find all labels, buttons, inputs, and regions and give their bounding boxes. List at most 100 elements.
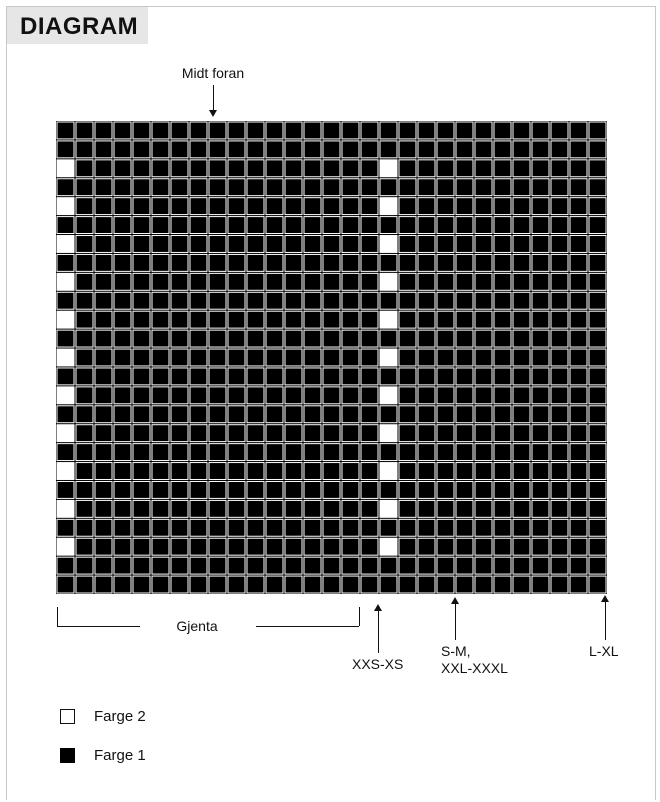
stitch-cell-farge-1 (209, 406, 226, 423)
stitch-cell-farge-1 (76, 141, 93, 158)
stitch-cell-farge-1 (209, 179, 226, 196)
stitch-cell-farge-1 (247, 122, 264, 139)
stitch-cell-farge-1 (589, 387, 606, 404)
stitch-cell-farge-1 (570, 444, 587, 461)
stitch-cell-farge-1 (266, 425, 283, 442)
stitch-cell-farge-2 (57, 425, 74, 442)
stitch-cell-farge-1 (133, 198, 150, 215)
stitch-cell-farge-1 (304, 198, 321, 215)
stitch-cell-farge-1 (456, 444, 473, 461)
stitch-cell-farge-1 (589, 368, 606, 385)
stitch-cell-farge-1 (437, 254, 454, 271)
stitch-cell-farge-1 (551, 122, 568, 139)
stitch-cell-farge-1 (190, 368, 207, 385)
stitch-cell-farge-1 (76, 368, 93, 385)
stitch-cell-farge-1 (190, 349, 207, 366)
stitch-cell-farge-1 (361, 481, 378, 498)
stitch-cell-farge-1 (437, 311, 454, 328)
stitch-cell-farge-1 (399, 198, 416, 215)
stitch-cell-farge-1 (361, 198, 378, 215)
stitch-cell-farge-1 (475, 292, 492, 309)
stitch-cell-farge-1 (152, 236, 169, 253)
stitch-cell-farge-1 (57, 406, 74, 423)
stitch-cell-farge-1 (513, 406, 530, 423)
stitch-cell-farge-1 (114, 481, 131, 498)
stitch-cell-farge-1 (323, 122, 340, 139)
stitch-cell-farge-1 (570, 500, 587, 517)
stitch-cell-farge-1 (494, 198, 511, 215)
stitch-cell-farge-1 (247, 481, 264, 498)
size-l-xl-arrow-shaft (605, 602, 606, 640)
stitch-cell-farge-1 (190, 198, 207, 215)
stitch-cell-farge-1 (76, 236, 93, 253)
stitch-cell-farge-1 (513, 198, 530, 215)
stitch-cell-farge-1 (418, 368, 435, 385)
stitch-cell-farge-1 (551, 500, 568, 517)
stitch-cell-farge-1 (190, 141, 207, 158)
stitch-cell-farge-1 (399, 481, 416, 498)
stitch-cell-farge-1 (114, 500, 131, 517)
stitch-cell-farge-1 (95, 330, 112, 347)
stitch-cell-farge-1 (475, 387, 492, 404)
stitch-cell-farge-1 (361, 141, 378, 158)
stitch-cell-farge-1 (399, 406, 416, 423)
stitch-cell-farge-1 (76, 179, 93, 196)
stitch-cell-farge-1 (266, 444, 283, 461)
stitch-cell-farge-1 (494, 576, 511, 593)
stitch-cell-farge-1 (456, 141, 473, 158)
stitch-cell-farge-1 (209, 576, 226, 593)
stitch-cell-farge-1 (361, 236, 378, 253)
stitch-cell-farge-1 (171, 425, 188, 442)
stitch-cell-farge-1 (418, 387, 435, 404)
stitch-cell-farge-1 (589, 217, 606, 234)
stitch-cell-farge-1 (342, 330, 359, 347)
stitch-cell-farge-1 (133, 444, 150, 461)
stitch-cell-farge-1 (285, 349, 302, 366)
stitch-cell-farge-1 (114, 576, 131, 593)
stitch-cell-farge-1 (532, 198, 549, 215)
stitch-cell-farge-1 (304, 576, 321, 593)
stitch-cell-farge-1 (95, 292, 112, 309)
stitch-cell-farge-1 (361, 330, 378, 347)
stitch-cell-farge-1 (551, 444, 568, 461)
stitch-cell-farge-1 (171, 217, 188, 234)
stitch-cell-farge-1 (304, 538, 321, 555)
stitch-cell-farge-1 (152, 387, 169, 404)
stitch-cell-farge-1 (285, 236, 302, 253)
stitch-cell-farge-1 (342, 349, 359, 366)
stitch-cell-farge-1 (76, 217, 93, 234)
stitch-cell-farge-1 (266, 406, 283, 423)
stitch-cell-farge-1 (551, 406, 568, 423)
stitch-cell-farge-1 (399, 387, 416, 404)
stitch-cell-farge-1 (266, 349, 283, 366)
stitch-cell-farge-1 (323, 576, 340, 593)
stitch-cell-farge-1 (133, 425, 150, 442)
stitch-cell-farge-1 (228, 198, 245, 215)
stitch-cell-farge-1 (551, 387, 568, 404)
stitch-cell-farge-1 (361, 179, 378, 196)
stitch-cell-farge-1 (437, 330, 454, 347)
stitch-cell-farge-1 (95, 481, 112, 498)
stitch-cell-farge-1 (266, 160, 283, 177)
stitch-cell-farge-1 (570, 330, 587, 347)
stitch-cell-farge-1 (399, 311, 416, 328)
stitch-cell-farge-1 (494, 463, 511, 480)
stitch-cell-farge-1 (361, 217, 378, 234)
stitch-cell-farge-1 (152, 538, 169, 555)
stitch-cell-farge-1 (399, 273, 416, 290)
stitch-cell-farge-1 (399, 463, 416, 480)
stitch-cell-farge-1 (285, 292, 302, 309)
stitch-cell-farge-2 (57, 236, 74, 253)
stitch-cell-farge-1 (513, 122, 530, 139)
stitch-cell-farge-1 (361, 273, 378, 290)
stitch-cell-farge-1 (171, 311, 188, 328)
stitch-cell-farge-2 (380, 463, 397, 480)
size-s-m-arrow-shaft (455, 604, 456, 640)
stitch-cell-farge-1 (323, 141, 340, 158)
stitch-cell-farge-1 (456, 519, 473, 536)
stitch-cell-farge-1 (532, 368, 549, 385)
stitch-cell-farge-1 (76, 122, 93, 139)
stitch-cell-farge-1 (589, 141, 606, 158)
stitch-cell-farge-2 (57, 160, 74, 177)
stitch-cell-farge-1 (494, 519, 511, 536)
